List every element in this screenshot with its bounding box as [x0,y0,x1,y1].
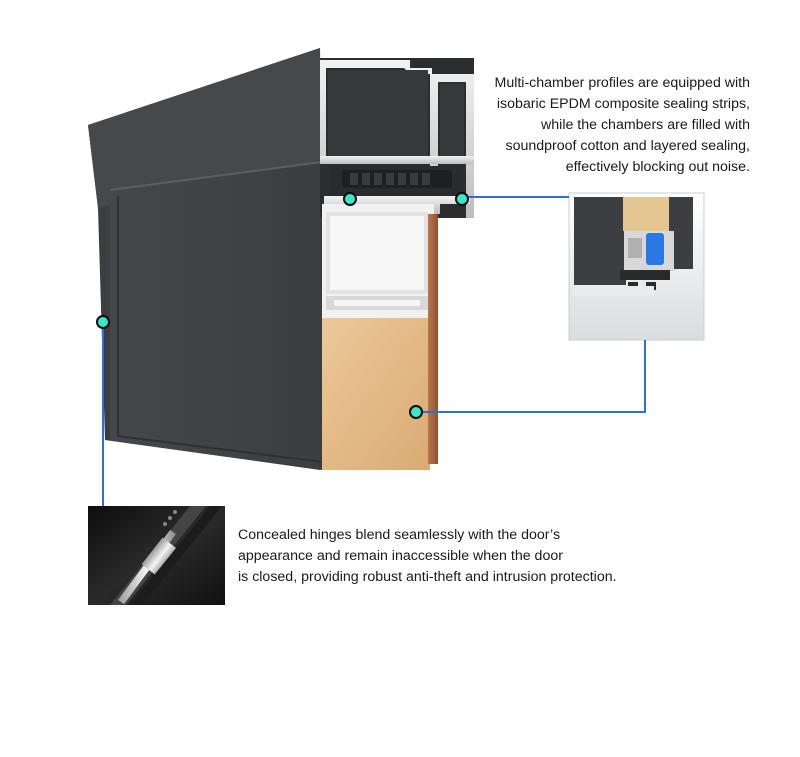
leader-lines [102,196,646,506]
hinge-callout-line: is closed, providing robust anti-theft a… [238,569,617,585]
hinge-callout-line: appearance and remain inaccessible when … [238,548,563,564]
frame-front-face [110,162,322,470]
hinge-callout-line: Concealed hinges blend seamlessly with t… [238,527,561,543]
marker-gasket-right [455,192,469,206]
frame-top-face [88,48,322,208]
frame-top-groove [109,161,323,191]
marker-hinge [96,315,110,329]
marker-infill [409,405,423,419]
callout-markers [96,192,469,419]
frame-recess-line [117,196,323,463]
sealing-detail-inset [568,192,705,341]
door-profile-illustration [88,48,474,470]
sealing-callout-line: effectively blocking out noise. [565,159,750,175]
door-leaf-section [322,204,438,470]
sealing-callout-text: Multi-chamber profiles are equipped with… [470,73,751,178]
marker-gasket-left [343,192,357,206]
hinge-callout-text: Concealed hinges blend seamlessly with t… [238,525,658,588]
sealing-callout-line: soundproof cotton and layered sealing, [505,138,750,154]
sealing-callout-line: while the chambers are filled with [541,117,750,133]
sealing-callout-line: Multi-chamber profiles are equipped with [494,75,751,91]
hinge-detail-inset [88,506,225,605]
leader-line-infill [416,340,646,413]
sealing-callout-line: isobaric EPDM composite sealing strips, [496,96,750,112]
multi-chamber-profile [320,58,474,218]
